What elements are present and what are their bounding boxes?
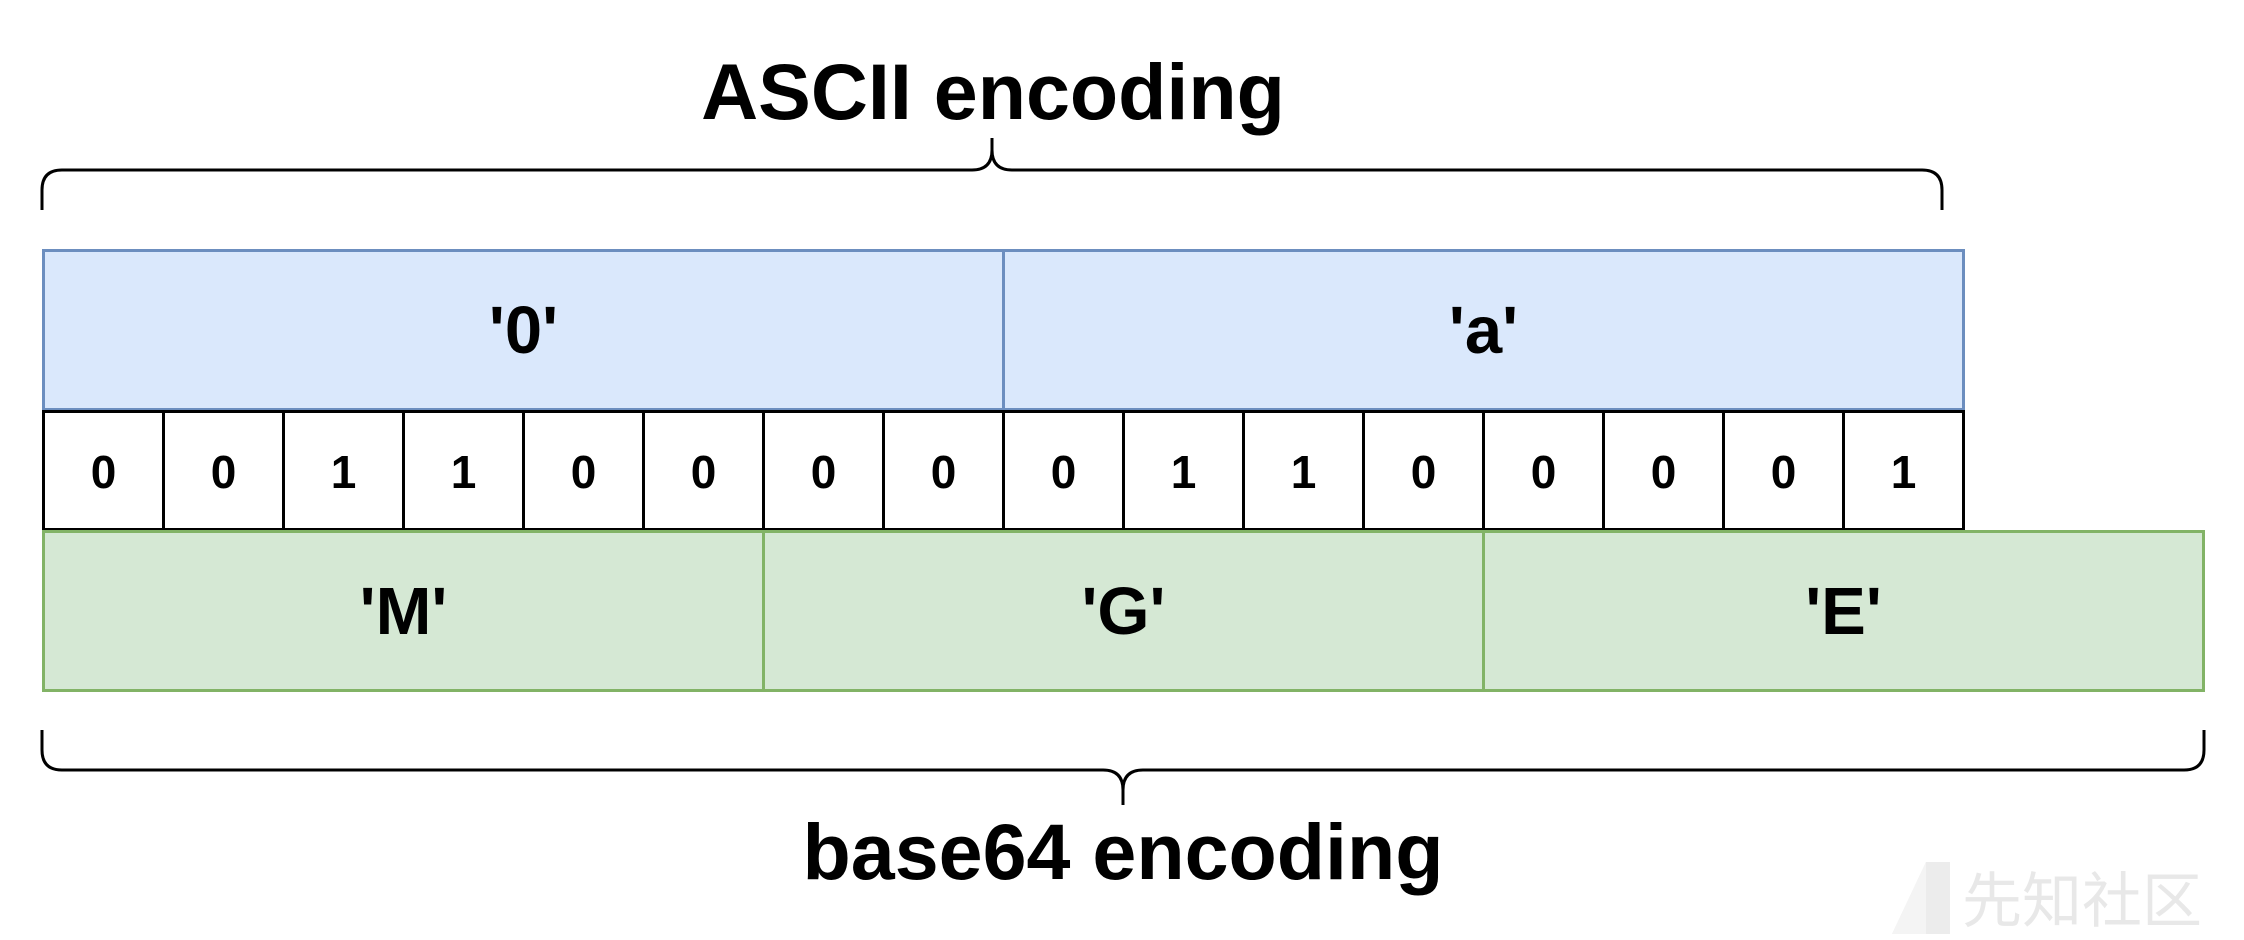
bit-cell: 0 bbox=[1482, 410, 1605, 531]
base64-char-cell: 'E' bbox=[1482, 530, 2205, 692]
bit-cell: 0 bbox=[522, 410, 645, 531]
ascii-char-cell: '0' bbox=[42, 249, 1005, 411]
bit-cell: 1 bbox=[1242, 410, 1365, 531]
bit-cell: 1 bbox=[1842, 410, 1965, 531]
bit-cell: 0 bbox=[762, 410, 885, 531]
bit-cell: 1 bbox=[402, 410, 525, 531]
bit-cell: 1 bbox=[1122, 410, 1245, 531]
ascii-encoding-label: ASCII encoding bbox=[701, 47, 1285, 136]
xianzhi-logo-icon bbox=[1892, 861, 1950, 934]
bit-cell: 0 bbox=[642, 410, 765, 531]
watermark-text: 先知社区 bbox=[1962, 867, 2202, 937]
watermark: 先知社区 bbox=[1886, 853, 2202, 940]
ascii-char-cell: 'a' bbox=[1002, 249, 1965, 411]
bit-cell: 0 bbox=[1722, 410, 1845, 531]
base64-char-cell: 'M' bbox=[42, 530, 765, 692]
base64-encoding-label: base64 encoding bbox=[802, 807, 1444, 896]
bit-cell: 0 bbox=[1362, 410, 1485, 531]
bit-cell: 0 bbox=[1002, 410, 1125, 531]
